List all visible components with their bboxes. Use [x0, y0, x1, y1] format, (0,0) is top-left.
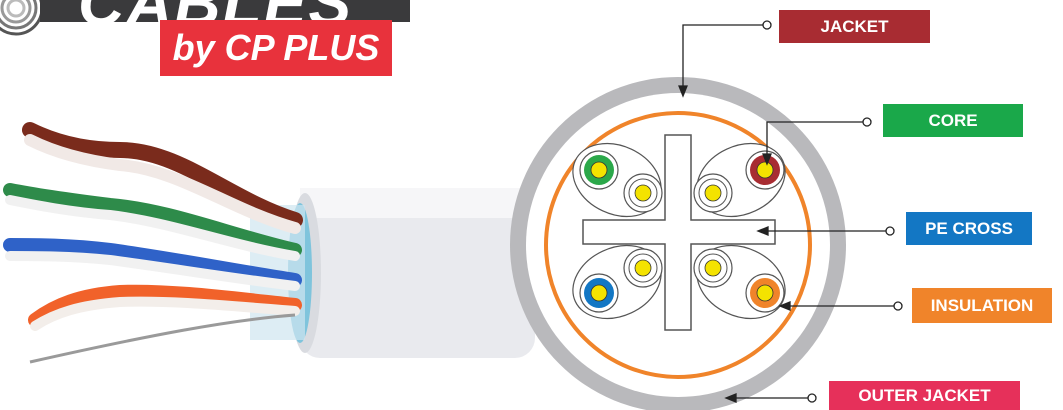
jacket-label: JACKET	[779, 10, 930, 43]
insulation-label: INSULATION	[912, 288, 1052, 323]
cable-cross-section	[510, 77, 846, 410]
pe-cross-label: PE CROSS	[906, 212, 1032, 245]
leader-lines	[678, 20, 903, 403]
outer-jacket-label: OUTER JACKET	[829, 381, 1020, 410]
cable-illustration	[3, 122, 535, 364]
core-label: CORE	[883, 104, 1023, 137]
brand-banner	[40, 0, 410, 22]
brand-tagline: by CP PLUS	[160, 20, 392, 76]
